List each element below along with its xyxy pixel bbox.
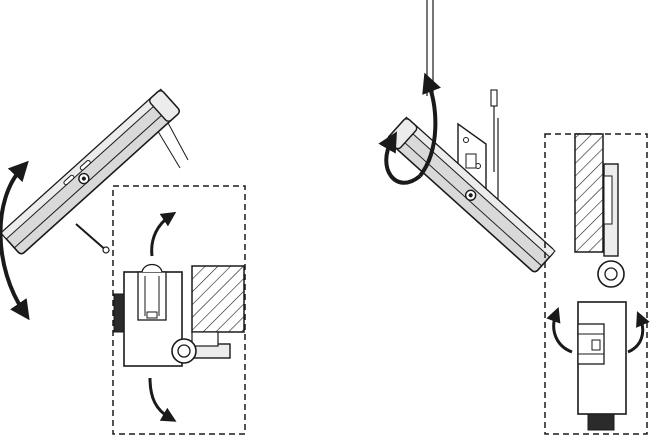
right-rotate-arrow-icon-upper xyxy=(418,72,441,178)
left-detail-box xyxy=(112,185,246,435)
right-rotate-arrow-icon xyxy=(378,131,422,185)
left-door-closer-profile xyxy=(0,88,180,255)
left-link-rod xyxy=(75,223,109,253)
right-rotate-left-arrow-icon xyxy=(546,306,573,354)
left-rotate-double-arrow-icon xyxy=(0,160,30,321)
left-rotate-up-arrow-icon xyxy=(150,211,177,257)
right-small-pin xyxy=(490,89,498,172)
left-rotate-down-arrow-icon xyxy=(148,377,177,422)
left-hinge-arm xyxy=(171,331,231,364)
right-rotate-right-arrow-icon xyxy=(627,311,650,354)
right-mounting-block xyxy=(577,301,627,431)
left-hatched-frame-section xyxy=(191,265,245,333)
left-link-pin xyxy=(102,246,110,254)
left-assembly xyxy=(0,88,246,435)
left-mounting-block xyxy=(113,263,183,367)
right-assembly xyxy=(378,0,650,435)
right-hinge-arm xyxy=(597,163,625,288)
right-hatched-frame-section xyxy=(574,133,604,253)
